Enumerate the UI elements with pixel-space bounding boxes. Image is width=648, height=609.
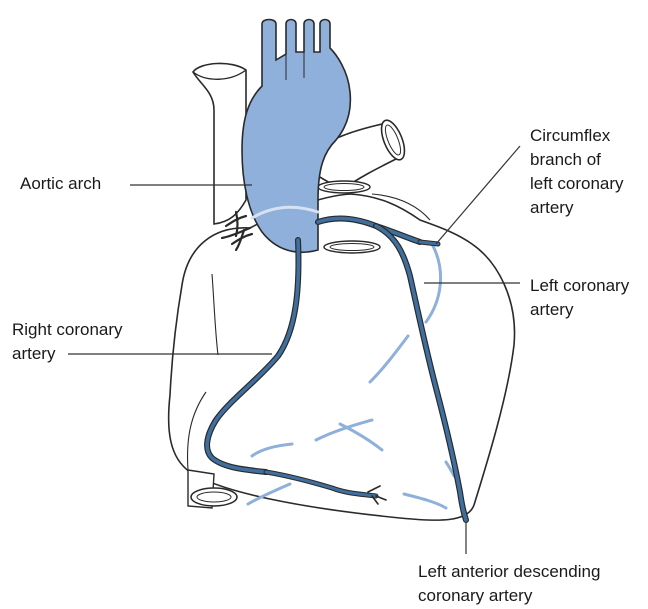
label-line: Left anterior descending [418, 560, 600, 584]
label-line: Circumflex [530, 124, 624, 148]
label-line: coronary artery [418, 584, 600, 608]
label-line: Left coronary [530, 274, 629, 298]
label-line: Right coronary [12, 318, 123, 342]
label-left-anterior-descending: Left anterior descending coronary artery [418, 560, 600, 608]
label-line: branch of [530, 148, 624, 172]
label-line: artery [530, 196, 624, 220]
label-line: left coronary [530, 172, 624, 196]
label-line: artery [12, 342, 123, 366]
leader-line-circumflex [436, 146, 520, 244]
label-line: Aortic arch [20, 172, 101, 196]
pulmonary-vein-upper [318, 181, 370, 193]
superior-vena-cava [193, 63, 246, 224]
circumflex-branch [420, 242, 438, 244]
label-circumflex-branch: Circumflex branch of left coronary arter… [530, 124, 624, 220]
label-right-coronary-artery: Right coronary artery [12, 318, 123, 366]
pulmonary-vein-lower [324, 241, 380, 253]
label-line: artery [530, 298, 629, 322]
label-aortic-arch: Aortic arch [20, 172, 101, 196]
label-left-coronary-artery: Left coronary artery [530, 274, 629, 322]
